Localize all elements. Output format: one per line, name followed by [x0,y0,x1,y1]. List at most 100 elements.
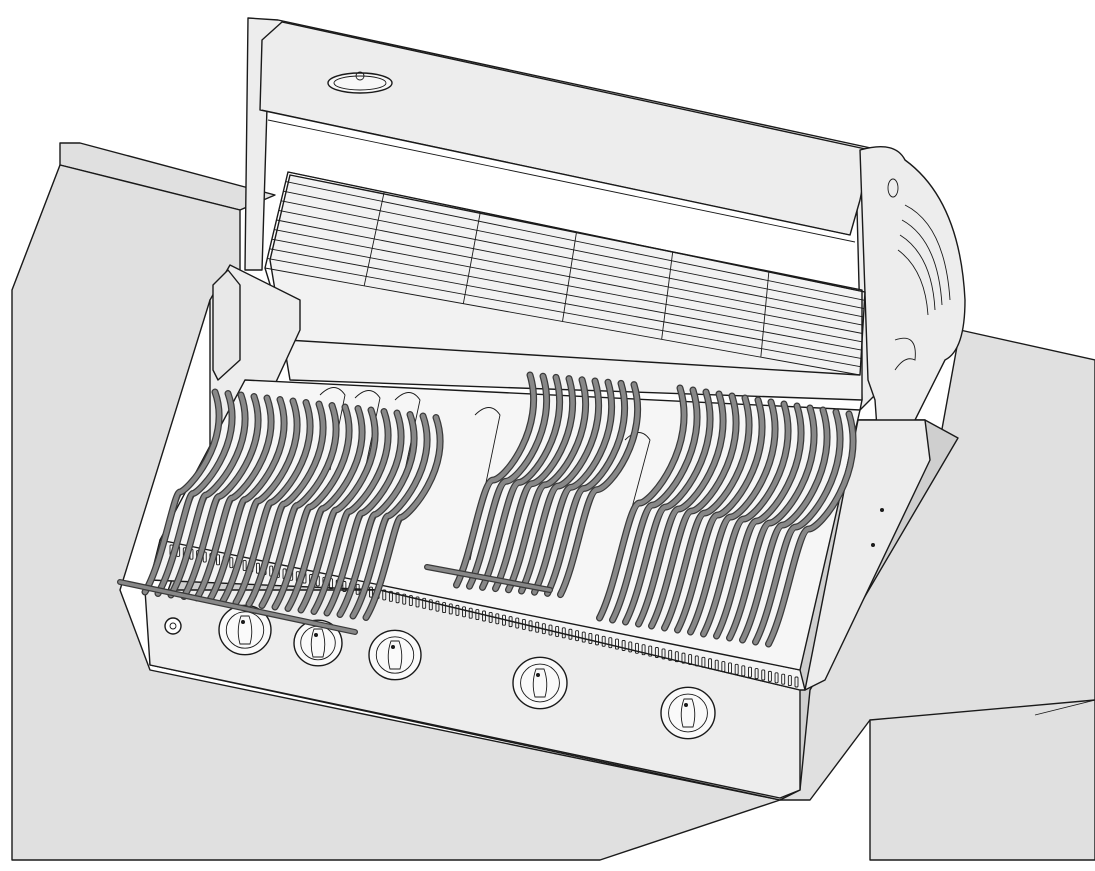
vent-slot [501,614,506,626]
lid-logo-icon [327,71,393,94]
grate-rod [519,378,601,594]
vent-slot [415,596,420,608]
vent-slot [748,666,752,678]
vent-slot [681,652,686,664]
vent-slot [435,600,440,612]
grate-rod [181,394,261,599]
vent-slot [615,638,619,650]
vent-slot [668,649,673,661]
grate-rod [493,376,575,591]
vent-slot [648,645,653,657]
grate-rod [337,412,417,617]
grate-rod [675,397,765,633]
vent-slots [169,544,799,688]
grate-rod [740,407,830,643]
rack-crossbar [363,191,385,286]
grate-rod [155,391,235,596]
vent-slot [541,623,546,635]
vent-slot [628,641,633,653]
vent-slot [767,670,772,682]
grate-rod [168,392,248,598]
vent-slot [428,599,433,611]
vent-slot [255,562,260,574]
vent-slot [654,647,659,658]
control-knob-icon[interactable] [368,629,422,681]
grate-rod [532,379,614,595]
vent-slot [634,642,639,654]
grate-rod [285,406,365,611]
vent-slot [608,637,613,649]
grate-rod [636,391,726,627]
vent-slot [442,602,447,614]
control-knob-icon[interactable] [293,619,343,667]
countertop [11,142,1095,861]
vent-slot [468,607,473,619]
grate-rod [311,409,391,614]
grate-rod [558,382,640,597]
vent-slot [462,606,467,618]
vent-slot [781,673,786,685]
vent-slot [355,583,360,595]
vent-slot [555,625,560,637]
grate-rod [623,389,713,625]
grate-rod [363,415,443,620]
vent-slot [794,676,799,688]
vent-slot [229,557,234,569]
grill-lid [244,17,966,472]
grate-rod [662,395,752,631]
countertop-right-block [869,699,1095,861]
vent-slot [216,554,220,566]
vent-slot [448,603,453,615]
rack-crossbar [760,271,770,358]
vent-slot [641,644,646,656]
grate-rod [753,409,843,645]
grate-rod [649,393,739,629]
vent-slot [568,628,573,640]
grate-rod [194,395,274,601]
grate-rod [259,403,339,608]
grate-rod [701,401,791,637]
grate-rod [220,398,300,604]
cooking-grids [117,371,857,648]
vent-slot [734,663,739,675]
vent-slot [761,669,766,681]
vent-slot [528,620,533,632]
control-knob-icon[interactable] [218,604,272,656]
vent-slot [774,672,779,684]
lid-top-band [259,21,871,236]
vent-slot [408,595,413,607]
vent-slot [475,609,480,621]
control-knob-icon[interactable] [512,656,568,710]
vent-slot [754,668,759,680]
vent-slot [455,604,460,616]
grate-rod [545,381,627,596]
vent-slot [708,658,713,670]
vent-slot [521,618,526,630]
grate-rod [480,375,562,590]
vent-slot [242,559,247,571]
grate-rod [597,385,687,621]
grate-rod [233,400,313,605]
vent-slot [601,635,606,647]
vent-slot [787,675,792,687]
control-knob-icon[interactable] [660,686,716,740]
grate-rod [467,373,549,589]
rack-crossbar [562,231,577,322]
vent-slot [482,610,486,622]
grate-rod [207,397,287,602]
vent-slot [382,589,387,601]
cooking-grid-left [117,388,444,635]
grate-rod [506,377,588,593]
vent-slot [714,659,719,671]
vent-slot [674,651,679,663]
igniter-icon [164,617,182,635]
vent-slot [388,590,393,602]
control-knobs [218,604,716,740]
vent-slot [395,592,400,604]
grate-rod [246,401,326,607]
vent-slot [369,586,373,598]
vent-slot [495,613,500,625]
vent-slot [721,661,726,673]
left-bracket [212,269,241,381]
